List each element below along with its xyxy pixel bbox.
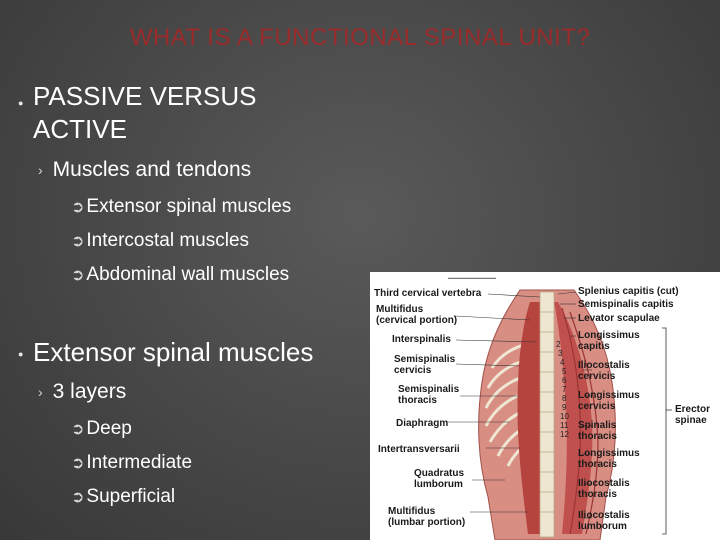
list-item-label: Abdominal wall muscles [86, 264, 290, 285]
curved-arrow-icon: ➲ [71, 267, 85, 284]
slide-title: WHAT IS A FUNCTIONAL SPINAL UNIT? [129, 24, 591, 51]
label-semispinalis-capitis: Semispinalis capitis [578, 299, 674, 310]
label-iliocostalis-thoracis: Iliocostalis thoracis [578, 478, 630, 500]
heading-line-2: ACTIVE [33, 114, 127, 144]
heading-extensor-spinal-muscles: Extensor spinal muscles [33, 337, 314, 367]
label-levator-scapulae: Levator scapulae [578, 313, 660, 324]
back-muscles-illustration [448, 289, 672, 540]
curved-arrow-icon: ➲ [71, 233, 85, 250]
label-multifidus-cervical: Multifidus (cervical portion) [376, 304, 458, 326]
label-iliocostalis-lumborum: Iliocostalis lumborum [578, 510, 630, 532]
rib-number: 4 [560, 358, 565, 367]
label-third-cervical-vertebra: Third cervical vertebra [374, 288, 482, 299]
rib-number: 2 [556, 340, 561, 349]
curved-arrow-icon: ➲ [71, 199, 85, 216]
rib-number: 9 [562, 403, 567, 412]
curved-arrow-icon: ➲ [71, 421, 85, 438]
bullet-icon: ● [18, 98, 24, 108]
sub-bullet-label: 3 layers [52, 380, 127, 403]
sub-bullet-3-layers: › 3 layers [38, 380, 126, 404]
rib-number: 11 [560, 421, 569, 430]
list-item: ➲ Intermediate [71, 452, 192, 474]
label-longissimus-cervicis: Longissimus cervicis [578, 390, 640, 412]
bullet-icon: ● [18, 349, 24, 359]
label-splenius-capitis: Splenius capitis (cut) [578, 286, 679, 297]
curved-arrow-icon: ➲ [71, 455, 85, 472]
sub-bullet-label: Muscles and tendons [52, 158, 252, 181]
rib-number: 3 [558, 349, 563, 358]
list-item: ➲ Deep [71, 418, 132, 440]
rib-number: 5 [562, 367, 567, 376]
label-semispinalis-thoracis: Semispinalis thoracis [398, 384, 460, 406]
list-item: ➲ Superficial [71, 486, 175, 508]
label-spinalis-thoracis: Spinalis thoracis [578, 420, 617, 442]
list-item: ➲ Extensor spinal muscles [71, 196, 291, 218]
heading-passive-versus-active: PASSIVE VERSUS ACTIVE [33, 80, 257, 146]
list-item-label: Intercostal muscles [86, 230, 250, 251]
label-semispinalis-cervicis: Semispinalis cervicis [394, 354, 456, 376]
label-erector-spinae: Erector spinae [675, 404, 711, 426]
figure-copyright: ▬▬▬▬▬▬▬▬▬▬▬▬ [448, 275, 496, 280]
label-quadratus-lumborum: Quadratus lumborum [414, 468, 465, 490]
list-item: ➲ Abdominal wall muscles [71, 264, 289, 286]
rib-number: 10 [560, 412, 569, 421]
label-longissimus-thoracis: Longissimus thoracis [578, 448, 640, 470]
list-item: ➲ Intercostal muscles [71, 230, 249, 252]
rib-number: 7 [562, 385, 567, 394]
label-intertransversarii: Intertransversarii [378, 444, 460, 455]
label-longissimus-capitis: Longissimus capitis [578, 330, 640, 352]
label-iliocostalis-cervicis: Iliocostalis cervicis [578, 360, 630, 382]
label-multifidus-lumbar: Multifidus (lumbar portion) [388, 506, 466, 528]
rib-number: 8 [562, 394, 567, 403]
chevron-right-icon: › [38, 162, 43, 178]
list-item-label: Deep [86, 418, 132, 439]
list-item-label: Intermediate [86, 452, 193, 473]
list-item-label: Extensor spinal muscles [86, 196, 292, 217]
spinal-muscles-figure: ▬▬▬▬▬▬▬▬▬▬▬▬ Third cervical vertebra Mul… [370, 272, 720, 540]
list-item-label: Superficial [86, 486, 176, 507]
rib-number: 12 [560, 430, 569, 439]
label-diaphragm: Diaphragm [396, 418, 449, 429]
sub-bullet-muscles-tendons: › Muscles and tendons [38, 158, 251, 182]
label-interspinalis: Interspinalis [392, 334, 451, 345]
rib-number: 6 [562, 376, 567, 385]
heading-line-1: PASSIVE VERSUS [33, 81, 257, 111]
chevron-right-icon: › [38, 384, 43, 400]
curved-arrow-icon: ➲ [71, 489, 85, 506]
